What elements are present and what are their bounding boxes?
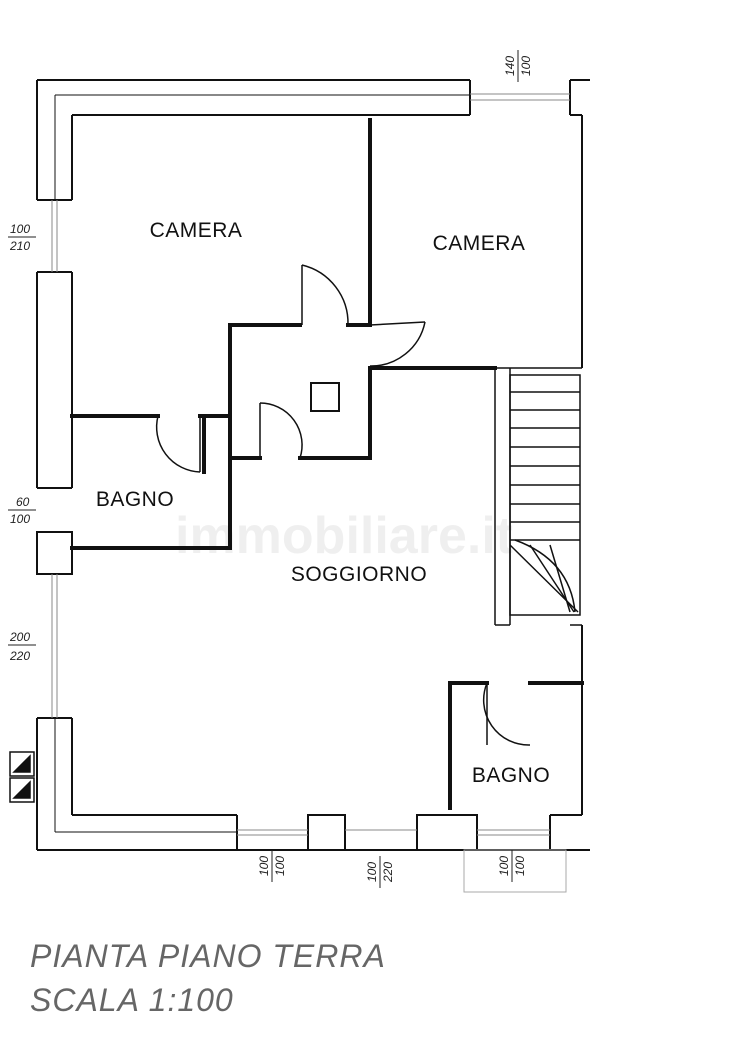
svg-text:100: 100 [257,856,271,876]
room-label-soggiorno: SOGGIORNO [291,563,427,586]
plan-title: PIANTA PIANO TERRA [30,938,386,974]
outer-walls [36,79,590,851]
svg-text:220: 220 [9,649,30,663]
dimension-left-window-1: 100 210 [8,222,36,253]
svg-text:140: 140 [503,56,517,76]
room-label-bagno-right: BAGNO [472,764,550,787]
floor-plan: immobiliare.it [8,50,590,893]
pillar [310,382,340,412]
dimension-left-window-3: 200 220 [8,630,36,663]
svg-text:100: 100 [273,856,287,876]
window-glazing [51,93,570,893]
dimension-bottom-window-1: 100 100 [257,850,287,882]
dimension-bottom-window-2: 100 220 [365,856,395,888]
svg-text:220: 220 [381,862,395,883]
room-label-bagno-left: BAGNO [96,488,174,511]
svg-text:100: 100 [10,222,30,236]
svg-text:100: 100 [519,56,533,76]
svg-text:100: 100 [497,856,511,876]
svg-text:100: 100 [10,512,30,526]
svg-text:100: 100 [365,862,379,882]
meter-symbols [9,751,35,803]
svg-text:210: 210 [9,239,30,253]
svg-text:200: 200 [9,630,30,644]
interior-walls [70,118,584,810]
dimension-bottom-window-3: 100 100 [497,850,527,882]
room-label-camera-right: CAMERA [433,232,526,255]
dimension-top-window: 140 100 [503,50,533,82]
svg-text:60: 60 [16,495,30,509]
watermark: immobiliare.it [175,507,513,565]
dimension-left-window-2: 60 100 [8,495,36,526]
plan-scale: SCALA 1:100 [30,982,234,1018]
doors [155,264,531,746]
staircase [509,374,581,616]
room-label-camera-left: CAMERA [150,219,243,242]
svg-text:100: 100 [513,856,527,876]
